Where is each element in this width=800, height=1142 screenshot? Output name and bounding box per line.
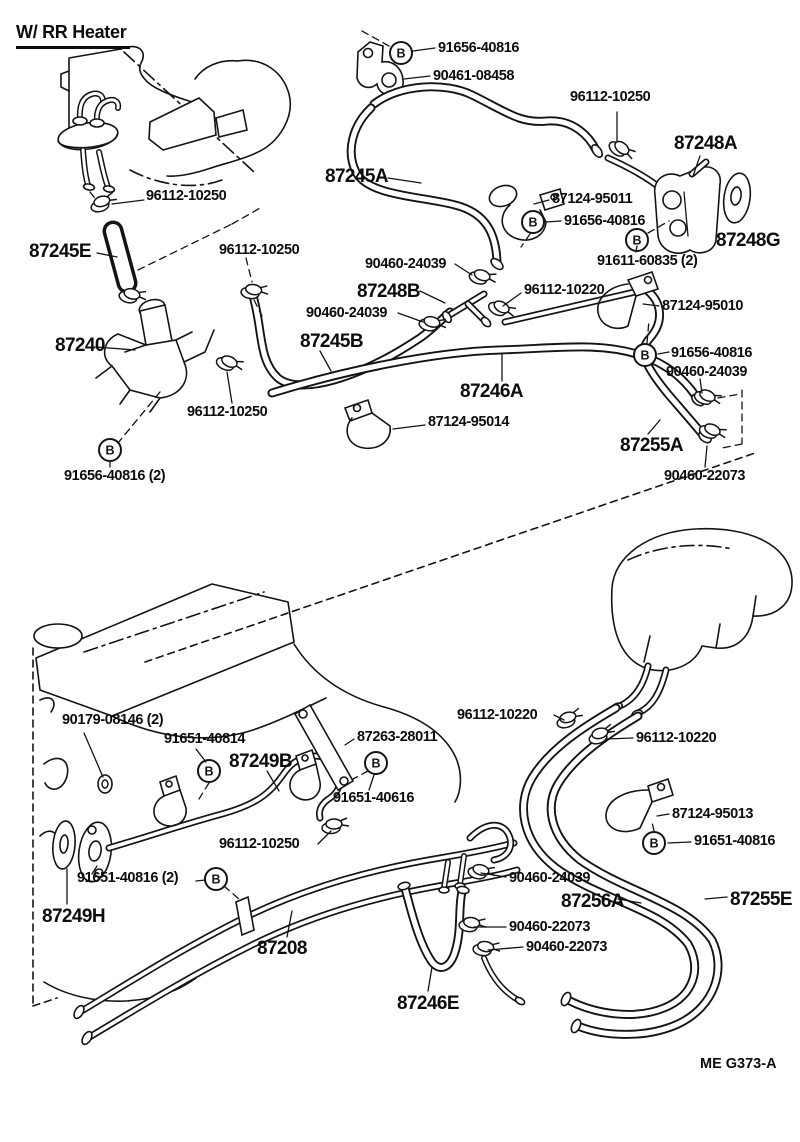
part-label: 91651-40816 (2) <box>77 870 179 886</box>
part-label: 87248B <box>357 281 421 302</box>
hose-87246e <box>397 881 526 1006</box>
hose-87245a <box>346 82 603 271</box>
part-label: 91651-40814 <box>164 731 246 747</box>
bracket-87249b-left <box>153 774 187 827</box>
rear-heater-unit <box>610 527 793 719</box>
part-label: 96112-10250 <box>187 404 268 420</box>
dashed-mount-outline <box>717 389 743 449</box>
part-label: 91611-60835 (2) <box>597 253 698 269</box>
part-label: 87256A <box>561 891 625 912</box>
part-label: 87245E <box>29 241 92 262</box>
part-label: 87124-95013 <box>672 806 754 822</box>
part-label: 96112-10250 <box>219 836 300 852</box>
water-outlet-87248a <box>653 158 722 254</box>
part-label: 90461-08458 <box>433 68 515 84</box>
grommet-90179 <box>97 774 113 794</box>
flange-87249h <box>52 820 113 883</box>
part-label: 87249H <box>42 906 106 927</box>
part-label: 96112-10220 <box>457 707 538 723</box>
part-label: 87245A <box>325 166 389 187</box>
part-label: 91651-40816 <box>694 833 776 849</box>
tee-87248b <box>441 290 492 328</box>
part-label: 90460-24039 <box>509 870 591 886</box>
bracket-87124-95014 <box>343 398 391 450</box>
bracket-87124-95013 <box>605 777 674 833</box>
part-label: 90460-22073 <box>509 919 591 935</box>
part-label: 91651-40616 <box>333 790 415 806</box>
heater-core-pipes <box>57 90 122 193</box>
part-label: 90460-22073 <box>664 468 746 484</box>
part-label: 87248G <box>716 230 781 251</box>
part-label: 87246A <box>460 381 524 402</box>
pipe-87249b <box>105 752 344 852</box>
part-label: 90179-08146 (2) <box>62 712 164 728</box>
part-label: 90460-24039 <box>306 305 388 321</box>
bracket-90461-08458 <box>356 41 404 96</box>
hose-87255e <box>546 711 723 1039</box>
bracket-87124-95010 <box>597 270 660 330</box>
part-label: 91656-40816 <box>564 213 646 229</box>
hose-87245e <box>102 220 138 294</box>
part-label: 96112-10220 <box>636 730 717 746</box>
part-label: 96112-10250 <box>146 188 227 204</box>
part-label: 90460-22073 <box>526 939 608 955</box>
engine-cowl-outline <box>60 45 292 187</box>
part-label: 91656-40816 <box>671 345 753 361</box>
part-label: 87124-95010 <box>662 298 744 314</box>
figure-code: ME G373-A <box>700 1056 777 1072</box>
part-label: 91656-40816 <box>438 40 520 56</box>
leader-lines <box>66 47 728 992</box>
hose-to-outlet <box>604 154 664 192</box>
part-label: 87124-95011 <box>552 191 633 207</box>
strap-87263-28011 <box>293 703 355 792</box>
section-divider-dash <box>144 451 759 663</box>
part-label: 90460-24039 <box>365 256 447 272</box>
diagram-title: W/ RR Heater <box>16 22 131 49</box>
part-label: 87124-95014 <box>428 414 510 430</box>
part-label: 87208 <box>257 938 307 959</box>
part-label: 90460-24039 <box>666 364 748 380</box>
part-label: 87263-28011 <box>357 729 438 745</box>
engine-block-outline <box>32 583 462 1007</box>
part-label: 87245B <box>300 331 364 352</box>
part-label: 96112-10250 <box>570 89 651 105</box>
part-label: 87248A <box>674 133 738 154</box>
part-label: 87249B <box>229 751 293 772</box>
part-label: 96112-10250 <box>219 242 300 258</box>
part-label: 87255E <box>730 889 793 910</box>
hose-87256a <box>519 703 700 1019</box>
part-label: 96112-10220 <box>524 282 605 298</box>
gasket-87248g <box>722 172 752 224</box>
part-label: 87246E <box>397 993 460 1014</box>
part-label: 91656-40816 (2) <box>64 468 166 484</box>
assembly-dashes <box>89 30 670 901</box>
water-valve-87240 <box>95 298 215 413</box>
bracket-87124-95011 <box>488 184 565 241</box>
part-label: 87240 <box>55 335 105 356</box>
bracket-87249b-right <box>289 748 321 801</box>
part-label: 87255A <box>620 435 684 456</box>
